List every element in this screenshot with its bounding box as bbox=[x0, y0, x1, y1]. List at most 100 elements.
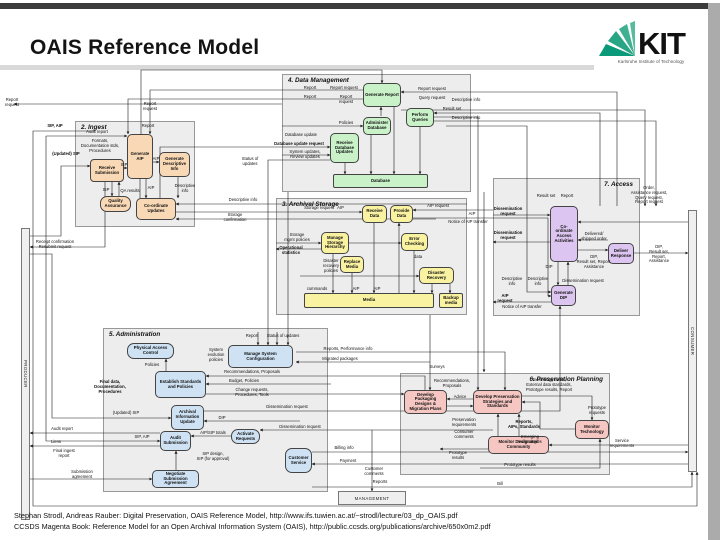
box-develop-preservation-strategies: Develop Preservation Strategies and Stan… bbox=[473, 390, 522, 414]
flow-label-52: Audit report bbox=[51, 426, 73, 431]
section-title-preservation-planning: 6. Preservation Planning bbox=[529, 376, 604, 383]
flow-label-9: AIP bbox=[152, 156, 160, 161]
box-deliver-response: Deliver Response bbox=[608, 243, 634, 264]
flow-line-37 bbox=[30, 253, 172, 420]
flow-label-39: data bbox=[413, 254, 423, 259]
flow-line-10 bbox=[266, 159, 330, 346]
flow-label-44: Budget, Policies bbox=[228, 378, 260, 383]
flow-label-34: Operational statistics bbox=[279, 245, 303, 255]
flow-label-17: Report bbox=[303, 94, 317, 99]
flow-label-71: Preservation requirements bbox=[451, 417, 477, 427]
box-backup-media: Backup media bbox=[439, 293, 463, 308]
flow-label-55: Submission agreement bbox=[71, 469, 93, 479]
flow-line-19 bbox=[413, 217, 552, 298]
flow-label-41: Status of updates bbox=[266, 333, 300, 338]
flow-label-85: DIP, Result set, Report, Assistance bbox=[648, 244, 670, 264]
flow-label-25: Database update bbox=[285, 132, 317, 137]
box-provide-data: Provide Data bbox=[390, 205, 413, 223]
footer-line-2: CCSDS Magenta Book: Reference Model for … bbox=[14, 522, 491, 532]
flow-label-83: Delivered/ shipped order bbox=[581, 231, 607, 241]
flow-label-68: Advice bbox=[453, 394, 467, 399]
flow-label-16: Report request bbox=[330, 85, 358, 90]
flow-label-75: Service requirements bbox=[609, 438, 635, 448]
flow-label-88: Dissemination request bbox=[562, 278, 604, 283]
box-negotiate-submission-agreement: Negotiate Submission Agreement bbox=[152, 470, 199, 488]
flow-label-81: Dissemination request bbox=[493, 206, 523, 216]
box-receive-data: Receive Data bbox=[362, 205, 387, 223]
page-title: OAIS Reference Model bbox=[30, 36, 260, 59]
box-audit-submission: Audit Submission bbox=[160, 431, 191, 451]
flow-label-67: Recommendations, Proposals bbox=[433, 378, 471, 388]
box-coordinate-updates: Co-ordinate Updates bbox=[136, 198, 176, 220]
flow-line-5 bbox=[434, 120, 658, 207]
box-manage-system-configuration: Manage System Configuration bbox=[228, 345, 293, 368]
flow-label-3: (Updated) SIP bbox=[52, 151, 80, 156]
box-coordinate-access-activities: Co-ordinate Access Activities bbox=[550, 206, 578, 262]
flow-line-6 bbox=[401, 109, 647, 207]
flow-label-42: System evolution policies bbox=[207, 347, 225, 362]
flow-line-75 bbox=[32, 130, 699, 507]
flow-line-39 bbox=[204, 305, 562, 412]
flow-label-4: Audit report bbox=[86, 129, 108, 134]
box-disaster-recovery: Disaster Recovery bbox=[419, 267, 454, 284]
flow-label-36: commands bbox=[306, 286, 328, 291]
flow-label-13: Descriptive info bbox=[228, 197, 258, 202]
box-receive-database-updates: Receive Database Updates bbox=[330, 133, 359, 163]
flow-label-49: Dissemination request bbox=[266, 404, 308, 409]
flow-label-5: Formats, Documentation stds, Procedures bbox=[80, 138, 120, 153]
flow-line-72 bbox=[446, 125, 552, 294]
box-perform-queries: Perform Queries bbox=[406, 108, 434, 127]
flow-label-28: Status of updates bbox=[241, 156, 259, 166]
flow-label-6: SIP bbox=[120, 162, 128, 167]
flow-line-38 bbox=[29, 182, 106, 249]
flow-label-14: Receipt confirmation Resubmit request bbox=[35, 239, 75, 249]
flow-line-33 bbox=[205, 374, 426, 390]
flow-label-60: Payment bbox=[339, 458, 357, 463]
flow-label-43: Recommendations, Proposals bbox=[224, 369, 280, 374]
box-archival-information-update: Archival Information Update bbox=[171, 405, 204, 430]
box-establish-standards-policies: Establish Standards and Policies bbox=[155, 371, 206, 398]
flow-line-87 bbox=[434, 116, 480, 391]
flow-label-76: Prototype results bbox=[449, 450, 467, 460]
flow-label-84: DIP, Result set, Report, Assistance bbox=[576, 254, 612, 269]
flow-label-10: AIP bbox=[147, 185, 155, 190]
box-database: Database bbox=[333, 174, 428, 188]
flow-label-24: Policies bbox=[338, 120, 354, 125]
footer-line-1: Stephan Strodl, Andreas Rauber: Digital … bbox=[14, 511, 458, 520]
actor-consumer: CONSUMER bbox=[688, 210, 697, 472]
slide-right-border bbox=[708, 3, 720, 540]
box-generate-dip: Generate DIP bbox=[551, 285, 576, 306]
flow-label-62: Reports bbox=[372, 479, 388, 484]
box-monitor-designated-community: Monitor Designated Community bbox=[488, 436, 549, 454]
flow-label-86: Descriptive info bbox=[501, 276, 523, 286]
box-generate-report: Generate Report bbox=[363, 83, 401, 107]
flow-line-4 bbox=[433, 111, 601, 206]
flow-label-91: Notice of AIP transfer bbox=[502, 304, 542, 309]
box-generate-aip: Generate AIP bbox=[127, 134, 153, 179]
flow-label-29: Storage request AIP bbox=[304, 205, 344, 210]
section-title-ingest: 2. Ingest bbox=[81, 124, 107, 131]
flow-label-66: Surveys bbox=[429, 364, 445, 369]
flow-label-1: Report bbox=[141, 123, 155, 128]
flow-label-46: Policies bbox=[144, 362, 160, 367]
section-title-administration: 5. Administration bbox=[109, 331, 161, 338]
flow-label-47: Final data, Documentation, Procedures bbox=[94, 379, 126, 394]
flow-label-35: Disaster recovery policies bbox=[322, 258, 340, 273]
flow-label-57: AIP/SIP totals bbox=[200, 430, 226, 435]
flow-label-61: Customer comments bbox=[364, 466, 384, 476]
kit-logo: KIT Karlsruhe Institute of Technology bbox=[596, 20, 706, 66]
flow-label-51: SIP, AIP bbox=[134, 434, 150, 439]
flow-label-15: Report bbox=[303, 85, 317, 90]
kit-logo-row: KIT bbox=[596, 20, 706, 59]
flow-label-79: Report bbox=[560, 193, 574, 198]
box-activate-requests: Activate Requests bbox=[231, 429, 260, 444]
flow-line-1 bbox=[126, 98, 363, 135]
box-error-checking: Error Checking bbox=[401, 233, 428, 251]
flow-label-58: Dissemination request bbox=[279, 424, 321, 429]
box-monitor-technology: Monitor Technology bbox=[575, 420, 609, 439]
flow-label-19: Report request bbox=[418, 86, 446, 91]
flow-line-3 bbox=[400, 90, 618, 206]
flow-label-80: Order, Assistance request, Query request… bbox=[630, 185, 668, 205]
flow-label-2: SIP, AIP bbox=[47, 123, 63, 128]
